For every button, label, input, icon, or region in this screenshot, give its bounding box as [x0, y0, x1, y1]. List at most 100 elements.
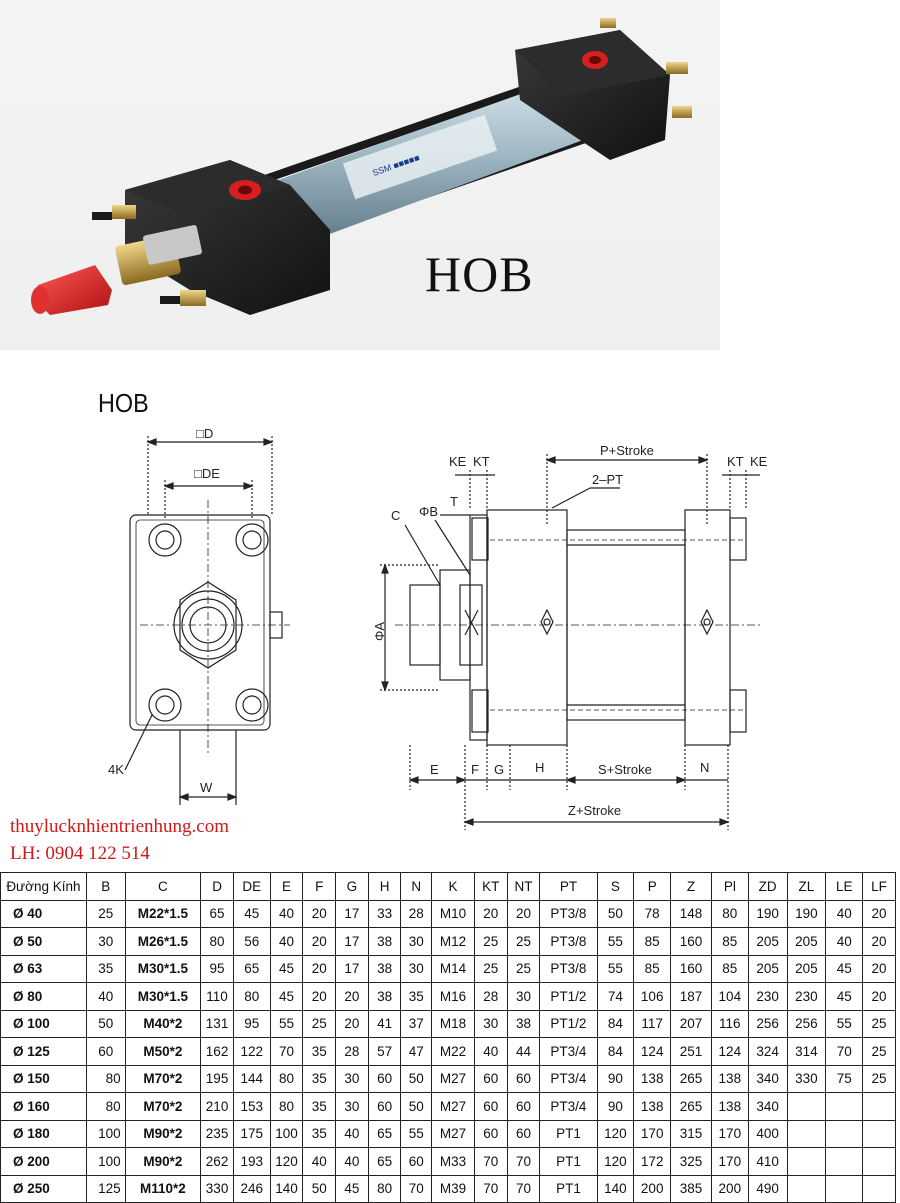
table-cell: 124	[710, 1037, 749, 1066]
table-cell: 65	[232, 954, 271, 983]
table-cell: 25	[506, 954, 541, 983]
table-cell: PT1/2	[539, 1009, 598, 1038]
table-cell: 60	[400, 1147, 433, 1176]
table-cell: 55	[400, 1119, 433, 1148]
table-cell: 35	[302, 1064, 337, 1093]
table-cell: 75	[825, 1064, 864, 1093]
table-cell: 25	[302, 1009, 337, 1038]
table-cell: 80	[200, 927, 234, 956]
table-header-cell: NT	[506, 872, 541, 901]
table-header-cell: F	[302, 872, 337, 901]
table-cell: 28	[335, 1037, 369, 1066]
table-cell: 38	[367, 954, 402, 983]
table-header-cell: P	[633, 872, 672, 901]
table-cell: 20	[862, 954, 896, 983]
table-cell: 148	[670, 899, 712, 928]
table-cell: PT3/8	[539, 927, 598, 956]
table-cell: PT3/4	[539, 1037, 598, 1066]
table-cell: 37	[400, 1009, 433, 1038]
table-cell: 40	[269, 927, 304, 956]
table-cell: 210	[200, 1092, 234, 1121]
table-cell: 41	[367, 1009, 402, 1038]
diameter-cell: Ø 150	[0, 1064, 87, 1093]
table-cell: PT1	[539, 1174, 598, 1203]
dim-label-w: W	[200, 780, 213, 795]
table-cell: 170	[633, 1119, 672, 1148]
table-cell: 100	[85, 1119, 126, 1148]
table-cell: 50	[85, 1009, 126, 1038]
table-cell: 35	[302, 1037, 337, 1066]
table-cell: 30	[335, 1064, 369, 1093]
table-cell: 40	[335, 1147, 369, 1176]
table-cell: 20	[302, 927, 337, 956]
table-cell: 122	[232, 1037, 271, 1066]
table-cell: 256	[786, 1009, 827, 1038]
table-cell: 33	[367, 899, 402, 928]
table-cell: 90	[596, 1064, 635, 1093]
table-cell: 74	[596, 982, 635, 1011]
table-header-cell: DE	[232, 872, 271, 901]
table-cell: 40	[473, 1037, 508, 1066]
drawing-title: HOB	[98, 388, 149, 418]
dim-label-k: 4K	[108, 762, 124, 777]
table-cell	[862, 1174, 896, 1203]
dim-label-pt: 2–PT	[592, 472, 623, 487]
table-cell: 38	[506, 1009, 541, 1038]
product-photo: SSM ■■■■■ HOB	[0, 0, 720, 350]
table-cell: 70	[269, 1037, 304, 1066]
table-header-cell: K	[431, 872, 475, 901]
table-cell: 162	[200, 1037, 234, 1066]
table-cell: 84	[596, 1037, 635, 1066]
diameter-cell: Ø 63	[0, 954, 87, 983]
table-cell: 138	[710, 1092, 749, 1121]
table-cell: 56	[232, 927, 271, 956]
table-header-cell: S	[596, 872, 635, 901]
table-cell: 80	[269, 1064, 304, 1093]
dim-label-ke-left: KE	[449, 454, 467, 469]
table-cell: 25	[473, 927, 508, 956]
table-cell: 205	[747, 927, 788, 956]
table-cell: M12	[431, 927, 475, 956]
table-cell: 60	[473, 1119, 508, 1148]
table-cell: 262	[200, 1147, 234, 1176]
table-cell: 80	[367, 1174, 402, 1203]
table-cell: 160	[670, 927, 712, 956]
table-cell: 84	[596, 1009, 635, 1038]
table-cell: 38	[367, 927, 402, 956]
table-cell: 55	[269, 1009, 304, 1038]
table-header-cell: G	[335, 872, 369, 901]
table-cell: 20	[302, 982, 337, 1011]
table-cell: 265	[670, 1064, 712, 1093]
table-cell	[786, 1147, 827, 1176]
table-cell: 170	[710, 1147, 749, 1176]
table-cell: 60	[473, 1064, 508, 1093]
table-cell	[862, 1092, 896, 1121]
table-cell: M110*2	[124, 1174, 202, 1203]
table-cell: 207	[670, 1009, 712, 1038]
dim-label-z: Z+Stroke	[568, 803, 621, 818]
table-cell: 44	[506, 1037, 541, 1066]
table-cell: 340	[747, 1064, 788, 1093]
table-cell	[825, 1119, 864, 1148]
table-cell: 120	[596, 1147, 635, 1176]
table-cell: 35	[400, 982, 433, 1011]
table-cell: 17	[335, 899, 369, 928]
table-cell: 85	[633, 954, 672, 983]
table-cell: 124	[633, 1037, 672, 1066]
hydraulic-cylinder-illustration: SSM ■■■■■	[31, 18, 692, 315]
table-cell: 30	[400, 954, 433, 983]
table-cell: 30	[335, 1092, 369, 1121]
table-cell: 40	[85, 982, 126, 1011]
table-cell: 120	[269, 1147, 304, 1176]
table-cell: M22*1.5	[124, 899, 202, 928]
table-cell: 256	[747, 1009, 788, 1038]
model-name-text: HOB	[425, 246, 534, 302]
table-cell: 35	[85, 954, 126, 983]
table-cell: 187	[670, 982, 712, 1011]
table-cell: 104	[710, 982, 749, 1011]
